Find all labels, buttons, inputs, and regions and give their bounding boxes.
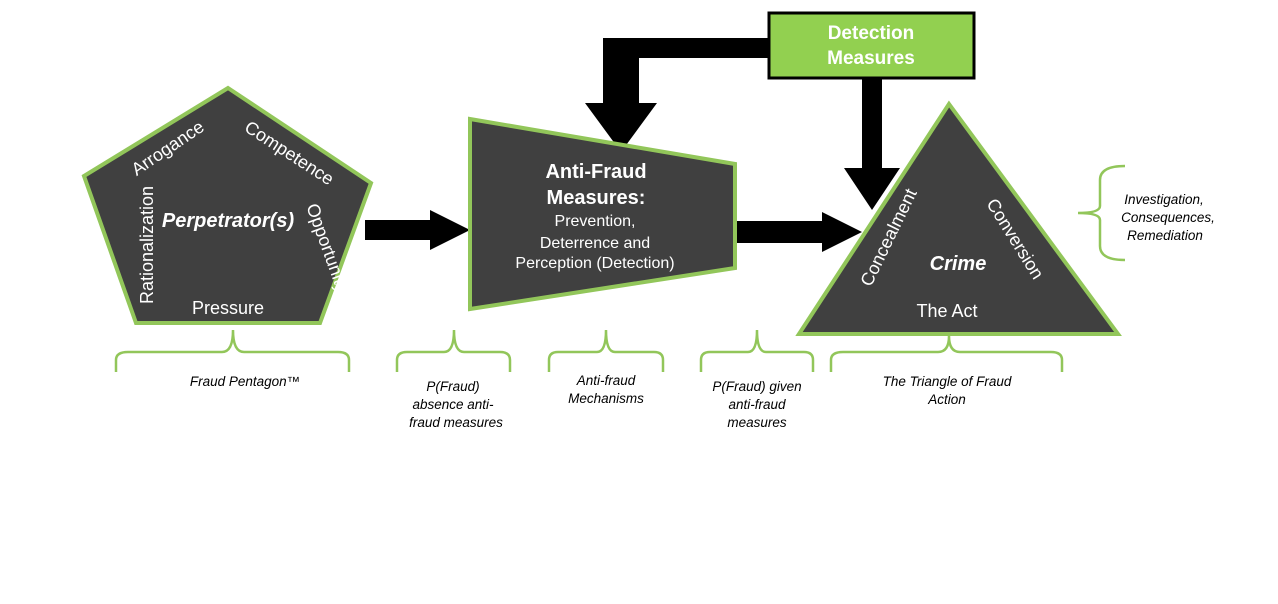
pentagon-title: Perpetrator(s): [162, 210, 295, 232]
brace-p-given: [699, 329, 815, 372]
note-p-absence-line2: absence anti-: [412, 397, 494, 412]
note-p-given-line2: anti-fraud: [728, 397, 786, 412]
detection-measures-line2: Measures: [827, 48, 915, 69]
crime-triangle: Concealment Conversion Crime The Act: [795, 100, 1122, 336]
detection-measures-box: Detection Measures: [767, 11, 976, 80]
detection-measures-line1: Detection: [828, 23, 915, 44]
side-note-line2: Consequences,: [1121, 210, 1215, 225]
note-p-absence-line1: P(Fraud): [426, 379, 479, 394]
note-p-given-line3: measures: [727, 415, 787, 430]
detection-down-arrow-body: [844, 78, 900, 210]
detection-to-antifraud-arrow: [585, 38, 769, 152]
triangle-bottom-act: The Act: [916, 301, 977, 321]
note-mechanisms-line2: Mechanisms: [568, 391, 644, 406]
side-note-line1: Investigation,: [1124, 192, 1204, 207]
note-fraud-pentagon: Fraud Pentagon™: [190, 374, 300, 389]
pentagon-shape: [81, 85, 374, 325]
brace-mechanisms: [547, 329, 665, 372]
arrow-2-body: [737, 212, 862, 252]
note-triangle-line2: Action: [927, 392, 966, 407]
antifraud-to-crime-arrow: [737, 212, 862, 252]
note-p-given-line1: P(Fraud) given: [712, 379, 801, 394]
brace-triangle: [829, 335, 1064, 372]
side-note-line3: Remediation: [1127, 228, 1203, 243]
right-brace: [1077, 164, 1126, 262]
detection-to-crime-arrow: [844, 78, 900, 210]
feedback-arrow-body: [585, 38, 769, 152]
anti-fraud-line4: Deterrence and: [540, 235, 650, 252]
note-triangle-line1: The Triangle of Fraud: [883, 374, 1012, 389]
triangle-title: Crime: [930, 253, 987, 275]
note-p-absence-line3: fraud measures: [409, 415, 503, 430]
note-mechanisms-line1: Anti-fraud: [576, 373, 636, 388]
anti-fraud-measures: Anti-Fraud Measures: Prevention, Deterre…: [468, 116, 737, 312]
anti-fraud-title-line2: Measures:: [547, 187, 646, 209]
bottom-braces: [114, 329, 1064, 372]
brace-pentagon: [114, 329, 351, 372]
anti-fraud-title-line1: Anti-Fraud: [545, 161, 646, 183]
right-brace-group: Investigation, Consequences, Remediation: [1077, 164, 1215, 262]
anti-fraud-trapezoid: [468, 116, 737, 312]
pentagon-side-rationalization: Rationalization: [137, 186, 157, 304]
bottom-notes: Fraud Pentagon™ P(Fraud) absence anti- f…: [190, 373, 1012, 430]
arrow-1-body: [365, 210, 470, 250]
brace-p-absence: [395, 329, 512, 372]
anti-fraud-line5: Perception (Detection): [515, 255, 674, 272]
triangle-shape: [795, 100, 1122, 336]
pentagon-side-pressure: Pressure: [192, 298, 264, 318]
pentagon-to-antifraud-arrow: [365, 210, 470, 250]
anti-fraud-line3: Prevention,: [555, 213, 636, 230]
fraud-pentagon: Arrogance Competence Opportunity Pressur…: [81, 85, 374, 325]
